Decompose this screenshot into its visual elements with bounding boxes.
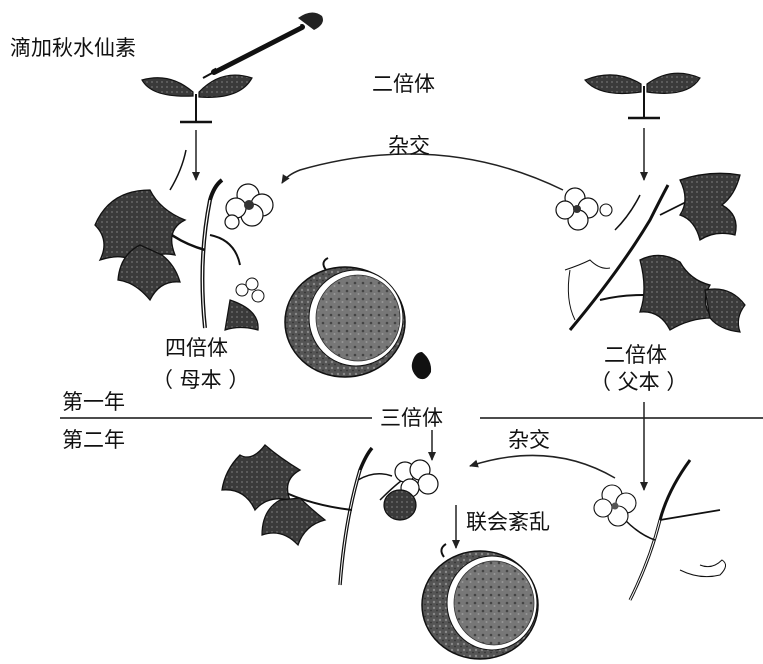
colchicine-label: 滴加秋水仙素	[10, 38, 136, 59]
triploid-plant-illustration	[222, 445, 438, 585]
second-year-label: 第二年	[62, 430, 125, 451]
cross-top-label: 杂交	[388, 136, 430, 157]
dropper-icon	[203, 12, 323, 78]
cross-bottom-label: 杂交	[508, 430, 550, 451]
seedling-left-icon	[142, 75, 252, 122]
flower-icon	[556, 188, 598, 230]
seedless-watermelon-icon	[422, 544, 538, 659]
seedling-right-icon	[585, 73, 700, 118]
watermelon-icon	[285, 258, 405, 377]
tetraploid-plant-illustration	[95, 150, 273, 330]
cross-arrow-top	[282, 154, 563, 190]
seed-icon	[412, 352, 431, 379]
synapsis-disorder-label: 联会紊乱	[466, 512, 550, 533]
ovary-icon	[384, 490, 416, 520]
father-branch-illustration	[594, 460, 726, 600]
mother-label: （ 母本 ）	[152, 370, 249, 391]
bud-icon	[236, 278, 264, 302]
diploid-plant-illustration	[556, 173, 745, 332]
diploid-top-label: 二倍体	[372, 74, 435, 95]
father-label: （ 父本 ）	[590, 372, 687, 393]
flower-icon	[594, 485, 636, 526]
cross-arrow-bottom	[470, 455, 615, 478]
diploid-right-label: 二倍体	[604, 345, 667, 366]
triploid-label: 三倍体	[380, 408, 443, 429]
tetraploid-label: 四倍体	[165, 338, 228, 359]
first-year-label: 第一年	[62, 392, 125, 413]
